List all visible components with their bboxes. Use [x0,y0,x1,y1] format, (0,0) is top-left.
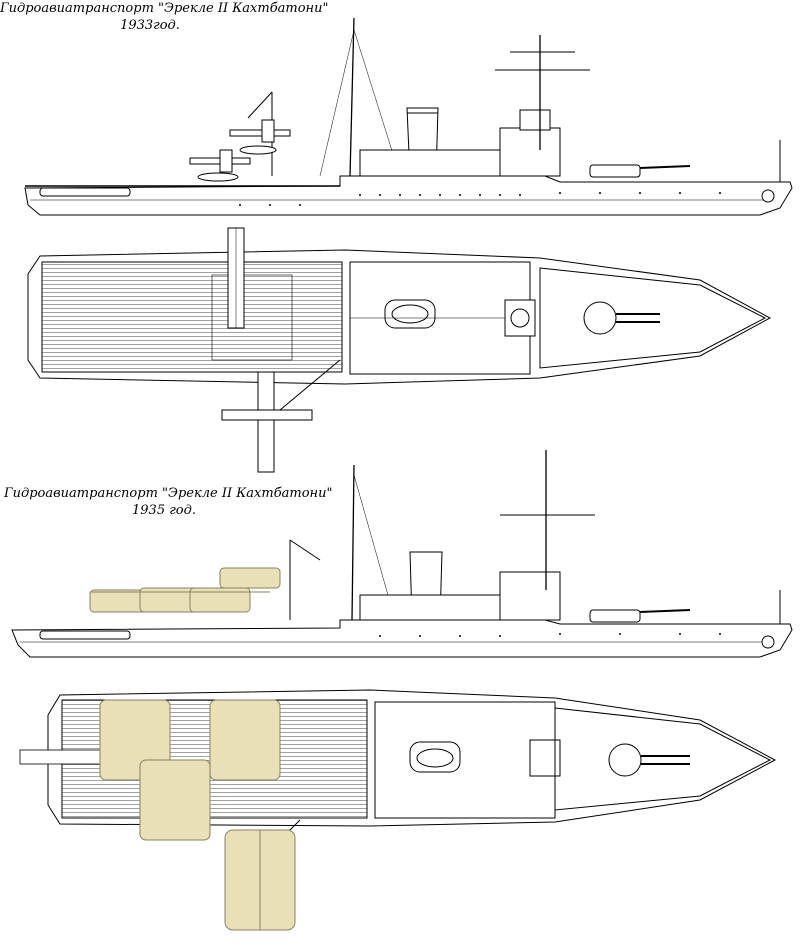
profile-1933 [24,17,793,216]
caption-1933-year: 1933год. [120,18,180,33]
seaplane-1933-a [229,119,291,155]
caption-1935-year: 1935 год. [132,503,196,518]
plan-1933 [27,227,772,473]
plan-1935 [19,689,777,931]
profile-1935 [11,450,793,658]
seaplane-1933-b [189,149,251,182]
caption-1933: Гидроавиатранспорт "Эрекле II Кахтбатони… [0,0,329,34]
plan-plane-1933-b [221,359,341,473]
biplanes-1935 [89,567,281,613]
portholes-1933 [239,192,721,206]
portholes-1935 [379,633,721,637]
caption-1935-title: Гидроавиатранспорт "Эрекле II Кахтбатони… [4,486,333,501]
plan-plane-1933-a [227,227,245,329]
plan-biplanes-1935 [99,699,296,931]
caption-1933-title: Гидроавиатранспорт "Эрекле II Кахтбатони… [0,1,329,16]
caption-1935: Гидроавиатранспорт "Эрекле II Кахтбатони… [4,485,333,519]
